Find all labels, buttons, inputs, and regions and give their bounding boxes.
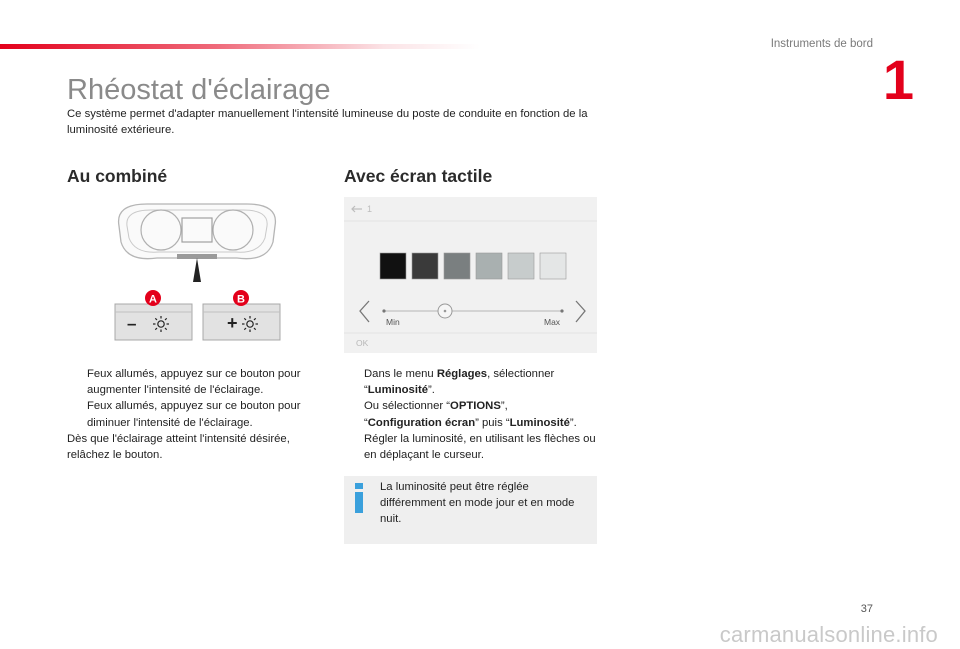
slider-min-label: Min (386, 317, 400, 327)
screen-back-label: 1 (367, 204, 372, 214)
screen-ok-label: OK (356, 338, 369, 348)
page-title: Rhéostat d'éclairage (67, 74, 331, 106)
info-box: La luminosité peut être réglée différemm… (344, 476, 597, 544)
color-swatch (539, 252, 567, 280)
color-swatch (379, 252, 407, 280)
color-swatch (411, 252, 439, 280)
bullet-icon (67, 366, 87, 398)
color-swatch (475, 252, 503, 280)
callout-a-badge (145, 290, 161, 306)
info-icon (355, 483, 363, 513)
callout-a-label: A (149, 294, 157, 306)
intro-paragraph: Ce système permet d'adapter manuellement… (67, 108, 588, 136)
callout-b-badge (233, 290, 249, 306)
brightness-icon-b (242, 316, 258, 332)
list-item: Dans le menu Réglages, sélectionner “Lum… (344, 366, 602, 431)
chapter-number: 1 (882, 48, 914, 111)
bullet-icon (344, 366, 364, 431)
touchscreen-illustration: 1 Min Max OK (344, 197, 597, 353)
brightness-icon-a (153, 316, 169, 332)
chapter-title: Instruments de bord (770, 38, 873, 50)
page-number: 37 (860, 603, 873, 615)
info-text: La luminosité peut être réglée différemm… (380, 481, 575, 525)
right-arrow-icon (575, 300, 586, 323)
slider-max-label: Max (544, 317, 561, 327)
color-swatch (443, 252, 471, 280)
list-item: Feux allumés, appuyez sur ce bouton pour… (67, 398, 329, 430)
right-instructions: Dans le menu Réglages, sélectionner “Lum… (344, 366, 602, 463)
list-item: Feux allumés, appuyez sur ce bouton pour… (67, 366, 329, 398)
bullet-icon (344, 431, 364, 463)
closing-paragraph: Dès que l'éclairage atteint l'intensité … (67, 432, 290, 462)
left-arrow-icon (359, 300, 370, 323)
list-item: Régler la luminosité, en utilisant les f… (344, 431, 602, 463)
color-swatches (379, 252, 567, 280)
left-instructions: Feux allumés, appuyez sur ce bouton pour… (67, 366, 329, 463)
color-swatch (507, 252, 535, 280)
minus-symbol: – (127, 314, 136, 333)
bullet-icon (67, 398, 87, 430)
instrument-cluster-illustration: – + A B (107, 196, 285, 348)
section-heading-touchscreen: Avec écran tactile (344, 166, 493, 186)
plus-symbol: + (227, 313, 238, 333)
header-accent-bar (0, 44, 480, 49)
back-arrow-icon (351, 205, 362, 213)
watermark: carmanualsonline.info (719, 622, 938, 647)
callout-b-label: B (237, 294, 245, 306)
section-heading-combine: Au combiné (67, 166, 168, 186)
